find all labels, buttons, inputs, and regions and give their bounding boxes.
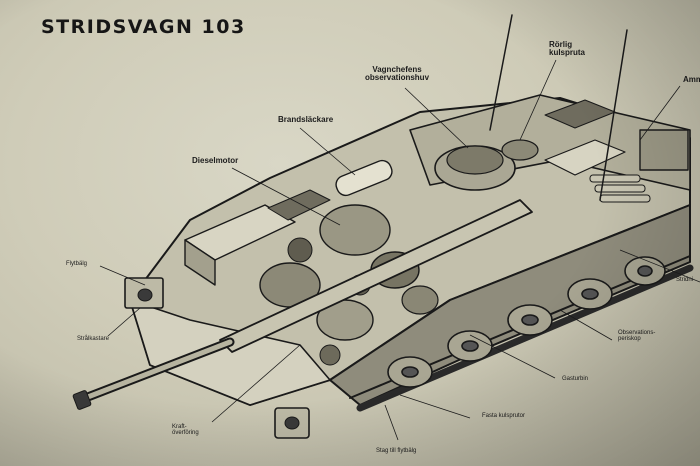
- label-fasta-kulsprutor: Fasta kulsprutor: [482, 413, 526, 419]
- road-wheels: [387, 256, 666, 388]
- label-rorlig-kulspruta: Rörlig kulspruta: [549, 40, 586, 58]
- label-line: Rörlig: [549, 40, 573, 49]
- label-kraftoverforing: Kraft- överföring: [172, 424, 199, 437]
- fire-extinguisher: [335, 159, 393, 197]
- label-gasturbin: Gasturbin: [562, 376, 589, 382]
- antenna: [489, 14, 513, 131]
- label-vagnchefens-observationshuv: Vagnchefens observationshuv: [365, 65, 430, 83]
- rear-box: [639, 129, 689, 171]
- engine-compartment: [259, 204, 439, 366]
- label-line: kulspruta: [549, 48, 586, 58]
- antenna: [599, 29, 628, 201]
- main-gun: [72, 199, 533, 410]
- label-stralkastare: Strålkastare: [77, 336, 110, 342]
- label-line: periskop: [618, 336, 641, 343]
- label-stridning: Stridni: [676, 277, 694, 283]
- label-line: Observations-: [618, 330, 656, 336]
- label-brandslackare: Brandsläckare: [278, 115, 334, 124]
- leader-lines: [99, 59, 700, 441]
- front-glacis: [129, 299, 331, 406]
- label-ammunition: Amm: [683, 75, 700, 84]
- label-line: observationshuv: [365, 73, 430, 83]
- label-flytbalg: Flytbälg: [66, 261, 88, 267]
- machine-gun-mount: [501, 139, 539, 161]
- label-observationsperiskop: Observations- periskop: [618, 330, 655, 343]
- poster-title: STRIDSVAGN 103: [41, 16, 246, 38]
- deck-grille: [544, 99, 616, 129]
- label-line: Kraft-: [172, 424, 187, 430]
- label-line: överföring: [172, 430, 199, 437]
- label-dieselmotor: Dieselmotor: [192, 156, 239, 165]
- label-stag-till-flytbalg: Stag till flytbälg: [376, 448, 417, 454]
- side-grille: [267, 189, 331, 221]
- label-line: Vagnchefens: [372, 65, 422, 74]
